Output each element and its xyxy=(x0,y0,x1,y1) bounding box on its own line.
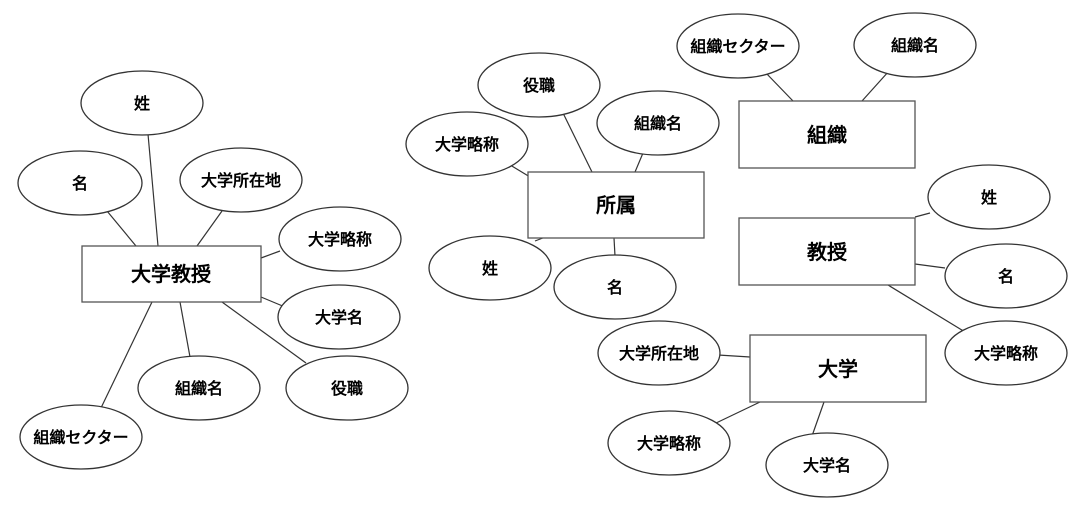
attr-univ-location-label: 大学所在地 xyxy=(619,344,699,363)
entity-professor-label: 教授 xyxy=(807,240,848,264)
attr-aff-sei: 姓 xyxy=(428,235,552,301)
link-org-orgname xyxy=(861,70,890,102)
link-univ-univname xyxy=(811,401,825,437)
attr-prof2-abbrev: 大学略称 xyxy=(944,320,1068,386)
entity-affiliation-label: 所属 xyxy=(596,193,636,217)
attr-prof-orgname: 組織名 xyxy=(137,355,261,421)
attr-prof2-abbrev-label: 大学略称 xyxy=(974,344,1038,363)
entity-organization: 組織 xyxy=(738,100,916,169)
link-prof2-abbrev xyxy=(887,284,971,336)
attr-org-sector: 組織セクター xyxy=(676,13,800,79)
attr-prof-abbrev-label: 大学略称 xyxy=(308,230,372,249)
connectors xyxy=(99,70,971,437)
attr-univ-univname: 大学名 xyxy=(765,432,889,498)
link-aff-mei xyxy=(613,237,616,257)
attr-prof-position: 役職 xyxy=(285,355,409,421)
link-prof2-sei xyxy=(914,212,931,218)
attr-aff-abbrev-label: 大学略称 xyxy=(435,135,499,154)
link-prof2-mei xyxy=(914,263,946,269)
entity-organization-label: 組織 xyxy=(807,123,847,147)
entity-professor-full: 大学教授 xyxy=(81,245,262,303)
link-aff-orgname xyxy=(634,152,644,173)
attr-prof-mei-label: 名 xyxy=(72,174,88,193)
attr-org-sector-label: 組織セクター xyxy=(690,37,785,56)
link-aff-position xyxy=(562,112,593,173)
attr-aff-orgname-label: 組織名 xyxy=(634,114,682,133)
link-prof-position xyxy=(221,301,307,364)
attr-prof2-mei-label: 名 xyxy=(998,267,1014,286)
attr-prof-abbrev: 大学略称 xyxy=(278,206,402,272)
entity-university: 大学 xyxy=(749,334,927,403)
attr-aff-sei-label: 姓 xyxy=(482,259,498,278)
attr-aff-abbrev: 大学略称 xyxy=(405,111,529,177)
attr-prof2-mei: 名 xyxy=(944,243,1068,309)
attr-org-orgname-label: 組織名 xyxy=(891,36,939,55)
attr-prof-univname-label: 大学名 xyxy=(315,308,363,327)
attr-prof-mei: 名 xyxy=(17,150,143,216)
attr-aff-position: 役職 xyxy=(477,52,601,118)
link-prof-location xyxy=(196,210,223,247)
entity-professor: 教授 xyxy=(738,217,916,286)
entity-affiliation: 所属 xyxy=(527,171,705,239)
link-org-sector xyxy=(764,71,794,102)
attr-prof-location-label: 大学所在地 xyxy=(201,171,281,190)
link-univ-location xyxy=(717,354,751,358)
attr-prof-position-label: 役職 xyxy=(331,379,363,398)
link-prof-abbrev xyxy=(260,250,281,259)
attr-prof-location: 大学所在地 xyxy=(179,147,303,213)
link-prof-univname xyxy=(260,296,286,308)
attr-aff-mei-label: 名 xyxy=(607,278,623,297)
attr-prof-univname: 大学名 xyxy=(277,284,401,350)
attr-prof2-sei: 姓 xyxy=(927,164,1051,230)
attr-univ-location: 大学所在地 xyxy=(597,320,721,386)
attr-aff-mei: 名 xyxy=(553,254,677,320)
attr-prof-sector-label: 組織セクター xyxy=(33,428,128,447)
entity-university-label: 大学 xyxy=(818,357,858,381)
attr-aff-position-label: 役職 xyxy=(523,76,555,95)
link-univ-abbrev xyxy=(713,401,761,425)
attr-prof-orgname-label: 組織名 xyxy=(175,379,223,398)
attr-prof-sector: 組織セクター xyxy=(19,404,143,470)
attr-univ-abbrev-label: 大学略称 xyxy=(637,434,701,453)
entity-professor-full-label: 大学教授 xyxy=(131,262,212,286)
link-prof-sei xyxy=(147,133,159,247)
attr-prof-sei: 姓 xyxy=(80,70,204,136)
link-prof-mei xyxy=(106,210,137,247)
link-prof-orgname xyxy=(179,301,191,358)
link-prof-sector xyxy=(99,301,153,411)
attr-org-orgname: 組織名 xyxy=(853,12,977,78)
attr-univ-univname-label: 大学名 xyxy=(803,456,851,475)
attr-prof2-sei-label: 姓 xyxy=(981,188,997,207)
attr-aff-orgname: 組織名 xyxy=(596,90,720,156)
attr-prof-sei-label: 姓 xyxy=(134,94,150,113)
attr-univ-abbrev: 大学略称 xyxy=(607,410,731,476)
